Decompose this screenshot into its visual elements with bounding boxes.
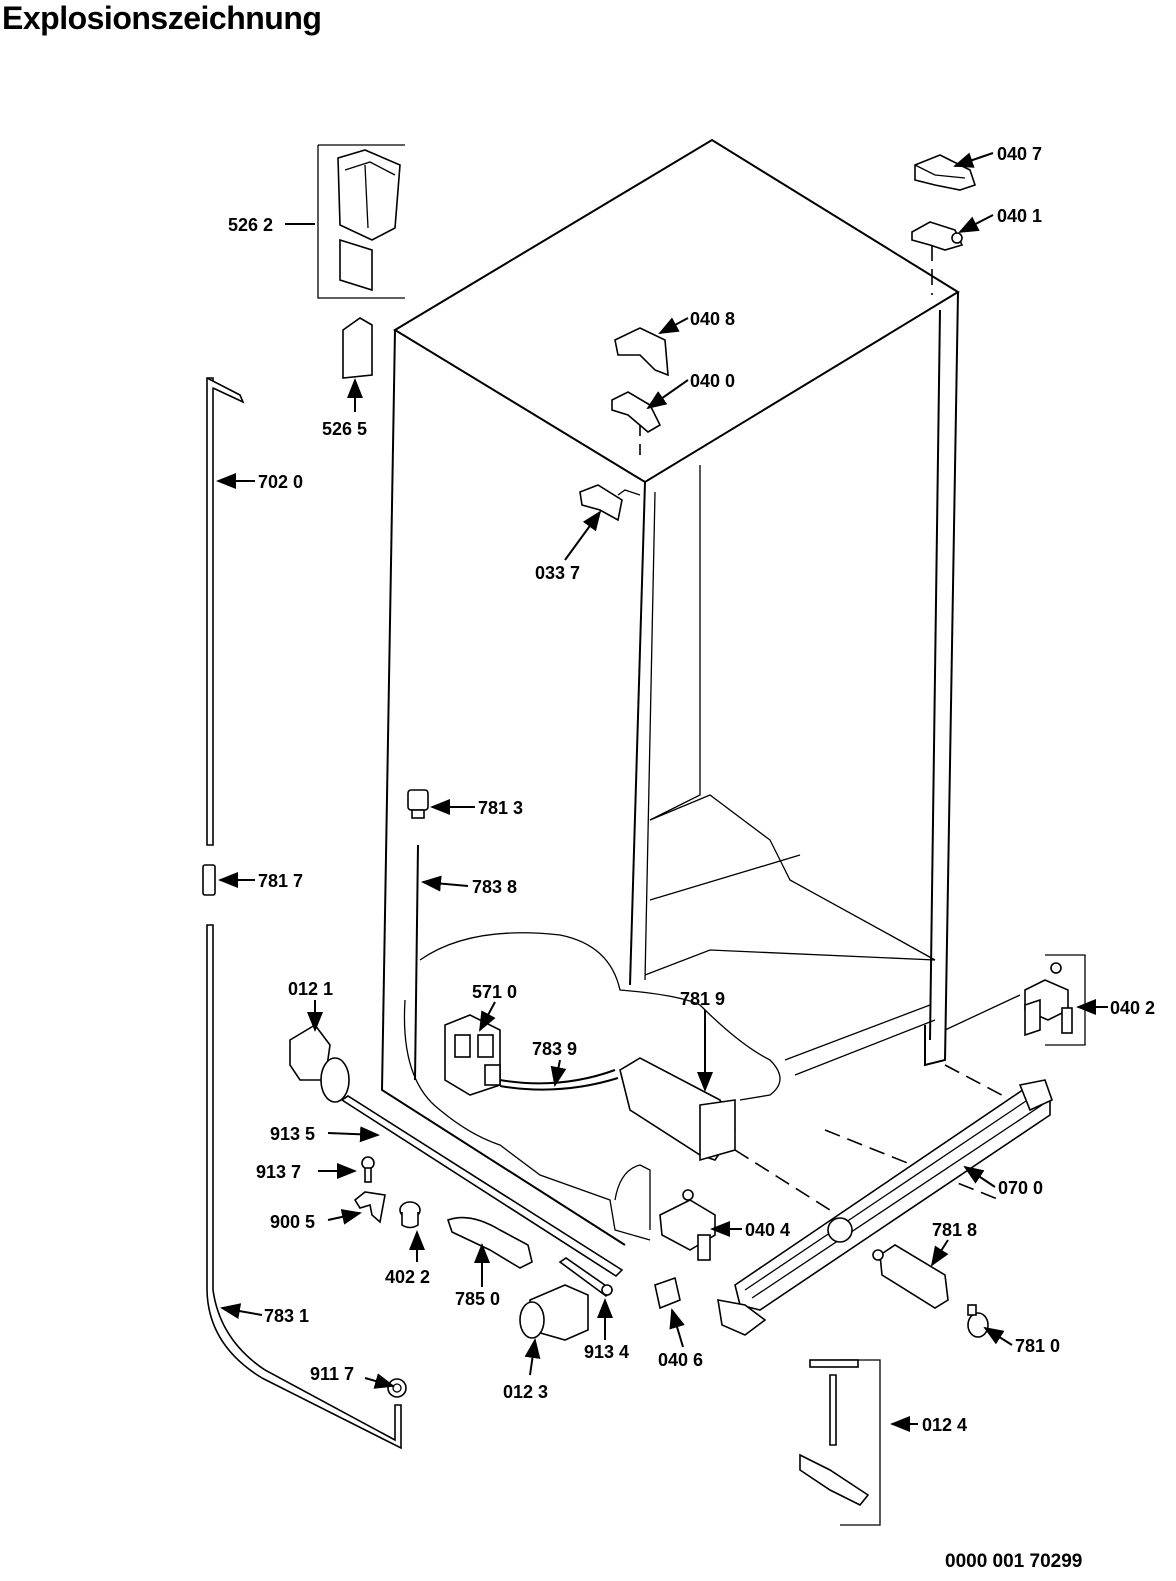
part-labels: 040 7 040 1 526 2 040 8 040 0 526 5 702 … — [228, 144, 1155, 1435]
fitting-781-3-part — [407, 789, 429, 819]
bracket-033-part — [579, 484, 623, 522]
label-040-1: 040 1 — [997, 206, 1042, 226]
label-783-9: 783 9 — [532, 1039, 577, 1059]
label-012-3: 012 3 — [503, 1382, 548, 1402]
module-cover-part — [342, 317, 373, 379]
filter-cartridge-part — [872, 1244, 949, 1309]
electronic-module-part — [317, 144, 405, 299]
label-781-3: 781 3 — [478, 798, 523, 818]
label-070-0: 070 0 — [998, 1178, 1043, 1198]
label-571-0: 571 0 — [472, 982, 517, 1002]
label-900-5: 900 5 — [270, 1212, 315, 1232]
connector-781-7-part — [202, 864, 216, 896]
hinge-cap-middle-part — [614, 327, 669, 377]
label-040-2: 040 2 — [1110, 998, 1155, 1018]
label-785-0: 785 0 — [455, 1289, 500, 1309]
roller-front-part — [289, 1023, 350, 1103]
hinge-bracket-bottom-part — [659, 1189, 716, 1261]
filter-knob-part — [967, 1304, 989, 1338]
label-012-4: 012 4 — [922, 1415, 967, 1435]
plug-402-2-part — [399, 1201, 421, 1229]
page-title: Explosionszeichnung — [2, 0, 322, 36]
water-tube-top-part — [206, 377, 245, 846]
label-040-7: 040 7 — [997, 144, 1042, 164]
clip-900-5-part — [353, 1191, 386, 1224]
label-913-7: 913 7 — [256, 1162, 301, 1182]
leader-lines — [216, 152, 1108, 1432]
label-033-7: 033 7 — [535, 563, 580, 583]
document-number: 0000 001 70299 — [945, 1551, 1083, 1572]
nut-911-7-part — [387, 1378, 407, 1398]
hinge-bracket-middle-part — [611, 391, 662, 433]
label-012-1: 012 1 — [288, 979, 333, 999]
label-526-2: 526 2 — [228, 215, 273, 235]
label-040-0: 040 0 — [690, 371, 735, 391]
roller-rear-part — [519, 1284, 589, 1341]
label-781-0: 781 0 — [1015, 1336, 1060, 1356]
label-911-7: 911 7 — [310, 1364, 354, 1384]
label-040-6: 040 6 — [658, 1350, 703, 1370]
label-783-1: 783 1 — [264, 1306, 309, 1326]
water-valve-part — [444, 1014, 501, 1096]
screw-913-4-part — [558, 1257, 614, 1298]
label-781-7: 781 7 — [258, 871, 303, 891]
tube-783-9-part — [499, 1069, 619, 1091]
screw-913-7-part — [361, 1156, 375, 1183]
filter-housing-part — [619, 1057, 736, 1162]
label-913-4: 913 4 — [584, 1342, 629, 1362]
hinge-bracket-top-part — [911, 221, 964, 251]
label-783-8: 783 8 — [472, 877, 517, 897]
toe-grille-rail-part — [717, 1079, 1053, 1336]
threaded-rod-913-5-part — [340, 1095, 624, 1278]
water-tube-bottom-part — [206, 924, 402, 1450]
label-702-0: 702 0 — [258, 472, 303, 492]
hinge-kit-040-2-part — [1024, 954, 1086, 1046]
bracket-040-6-part — [654, 1276, 681, 1310]
label-402-2: 402 2 — [385, 1267, 430, 1287]
label-781-8: 781 8 — [932, 1220, 977, 1240]
label-040-4: 040 4 — [745, 1220, 790, 1240]
tube-783-8-part — [414, 844, 419, 1081]
label-526-5: 526 5 — [322, 419, 367, 439]
hose-785-0-part — [446, 1216, 533, 1269]
cabinet-body — [380, 138, 1021, 1246]
label-913-5: 913 5 — [270, 1124, 315, 1144]
hinge-cap-top-part — [914, 154, 977, 191]
label-040-8: 040 8 — [690, 309, 735, 329]
label-781-9: 781 9 — [680, 989, 725, 1009]
kit-012-4-part — [799, 1359, 881, 1526]
